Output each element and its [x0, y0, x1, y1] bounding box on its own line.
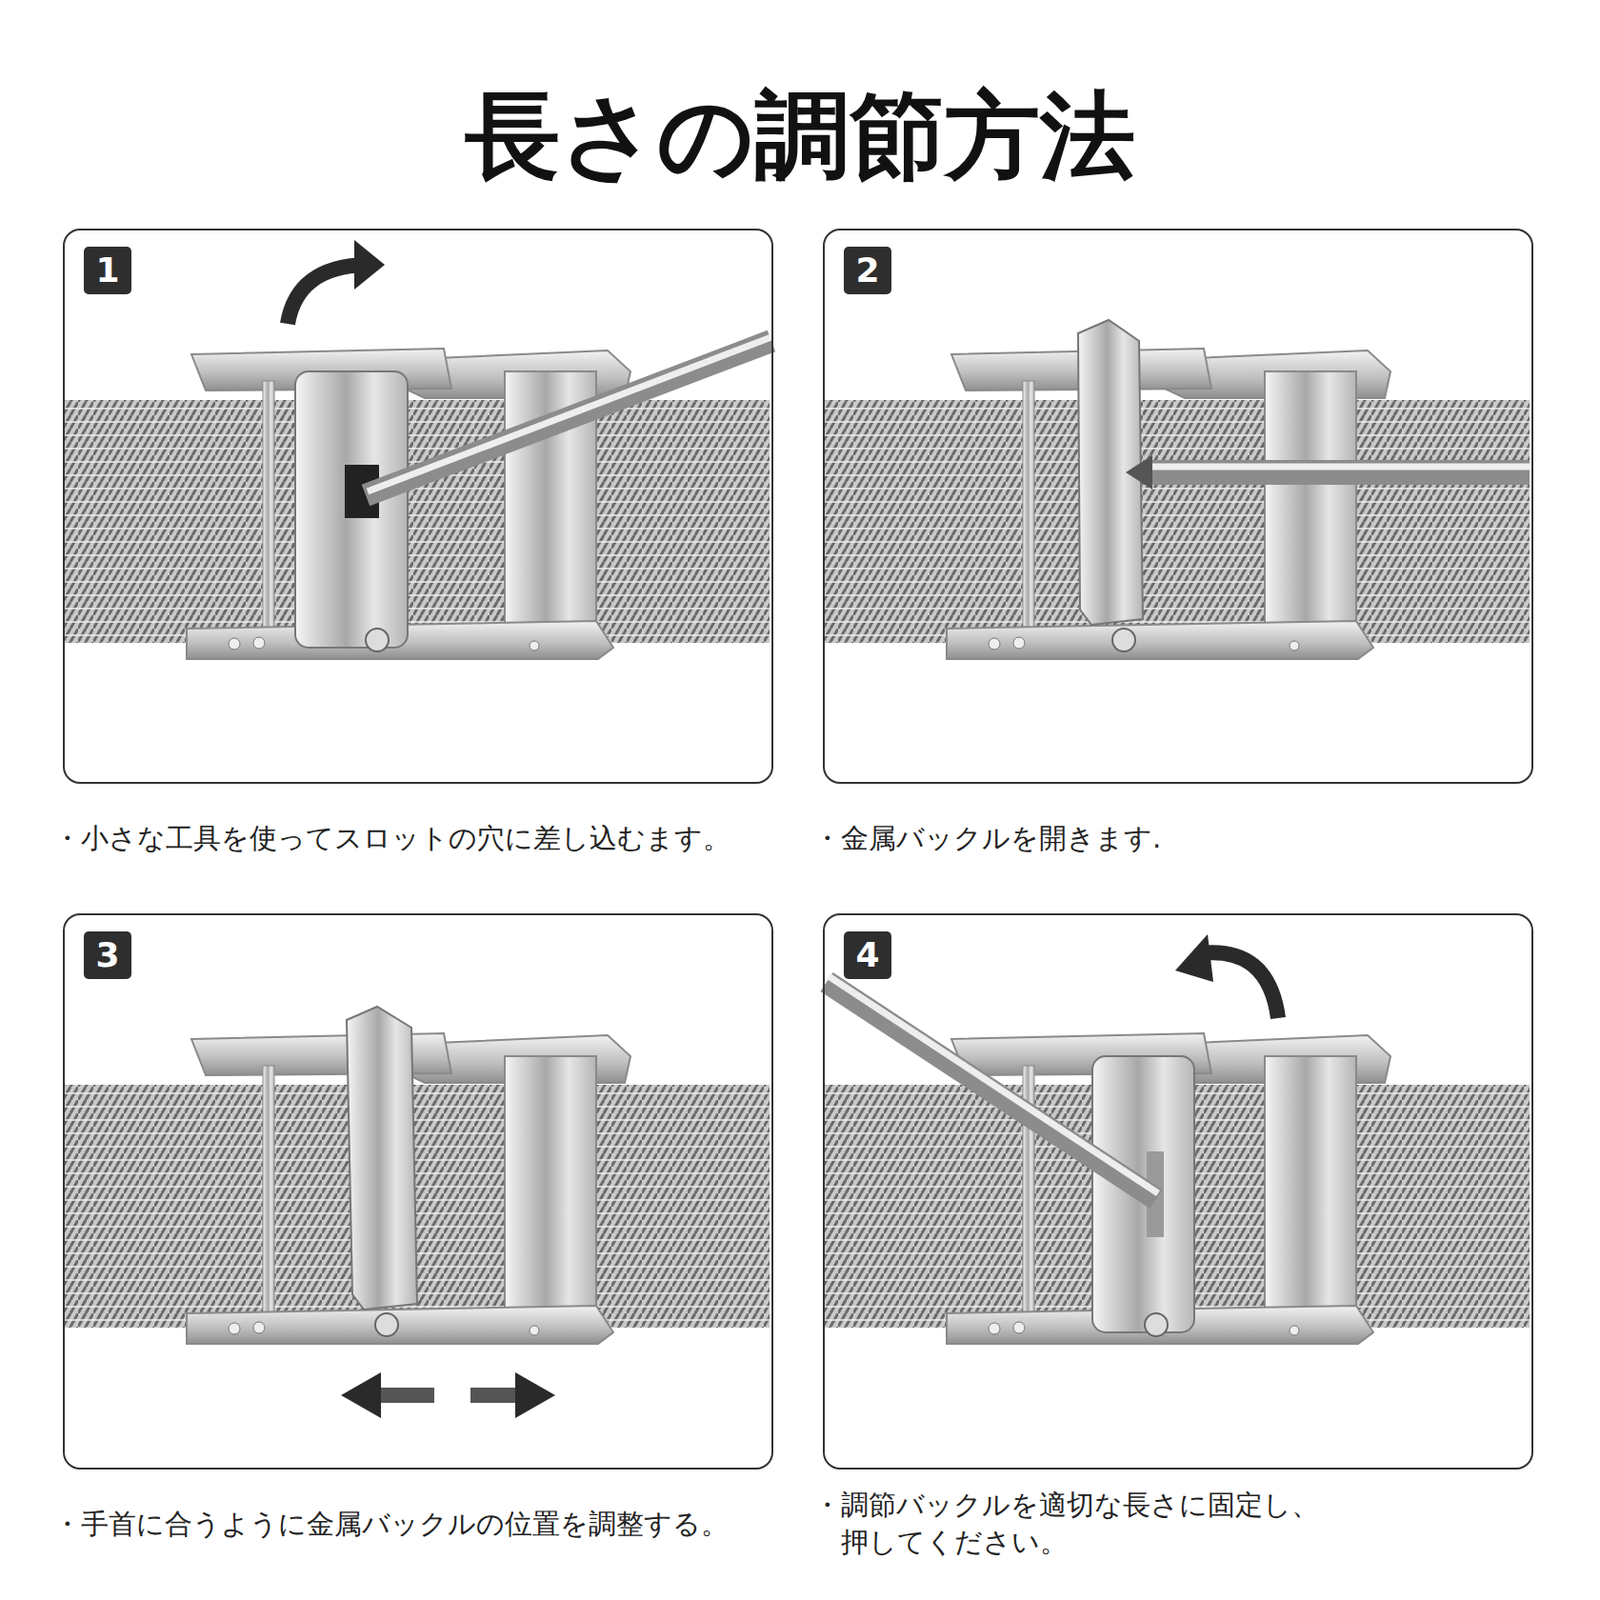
tool: [1142, 460, 1530, 485]
tool-highlight: [1144, 463, 1530, 471]
step-badge: 1: [83, 246, 132, 295]
arrow-head: [515, 1372, 556, 1419]
step-panel: ・小さな工具を使ってスロットの穴に差し込むます。1: [62, 228, 774, 784]
tool: [826, 981, 1157, 1200]
curved-arrow: [1200, 952, 1279, 1019]
step-illustration: [822, 934, 1530, 1344]
band: [822, 1033, 1530, 1344]
step-caption: ・調節バックルを適切な長さに固定し、 押してください。: [813, 1486, 1347, 1561]
band: [62, 348, 770, 660]
step-illustration: [822, 320, 1530, 660]
step-illustration: [62, 1006, 770, 1419]
step-number: 4: [855, 938, 880, 973]
step-caption: ・手首に合うように金属バックルの位置を調整する。: [53, 1505, 802, 1543]
clasp: [295, 371, 408, 648]
band: [822, 348, 1530, 660]
clasp-open: [346, 1006, 418, 1310]
step-number: 2: [855, 253, 880, 288]
hinge: [1112, 628, 1136, 652]
step-panel: ・手首に合うように金属バックルの位置を調整する。3: [62, 913, 774, 1470]
step-number: 3: [95, 938, 120, 973]
step-caption: ・小さな工具を使ってスロットの穴に差し込むます。: [53, 820, 802, 858]
step-illustration: [62, 240, 772, 660]
curved-arrow: [287, 264, 366, 324]
step-panel: ・調節バックルを適切な長さに固定し、 押してください。4: [822, 913, 1534, 1470]
arrow-shaft: [379, 1387, 435, 1403]
step-number: 1: [95, 253, 120, 288]
arrow-head: [340, 1372, 381, 1419]
step-badge: 2: [843, 246, 892, 295]
hinge: [365, 628, 389, 652]
tool-tip: [1125, 455, 1153, 490]
step-badge: 3: [83, 931, 132, 980]
tool-highlight: [367, 337, 772, 492]
step-caption: ・金属バックルを開きます.: [813, 820, 1562, 858]
arrow-head: [1175, 934, 1214, 982]
tool-highlight: [828, 976, 1159, 1194]
step-badge: 4: [843, 931, 892, 980]
hinge: [375, 1313, 399, 1337]
arrow-shaft: [470, 1387, 519, 1403]
title: 長さの調節方法: [0, 83, 1600, 189]
hinge: [1144, 1313, 1168, 1337]
arrow-head: [354, 240, 385, 290]
step-panel: ・金属バックルを開きます.2: [822, 228, 1534, 784]
